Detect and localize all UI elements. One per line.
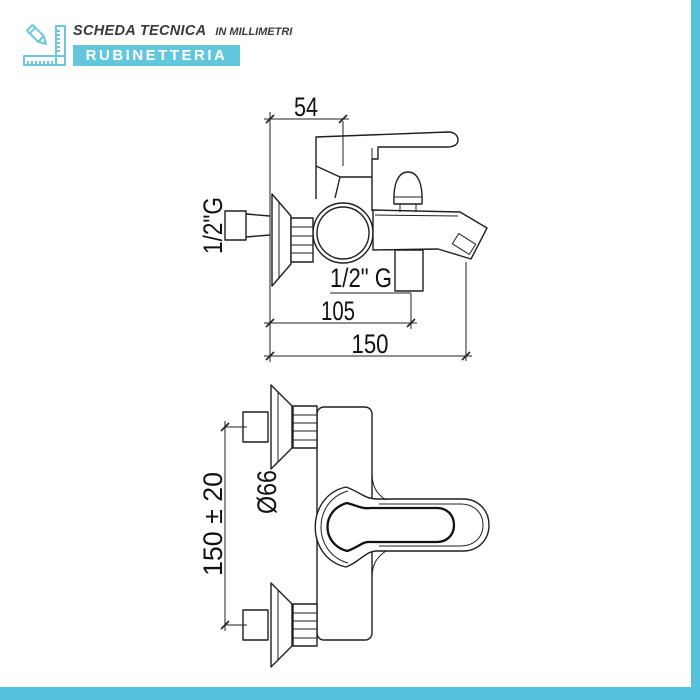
dimension-105: 105 — [264, 293, 417, 329]
side-thread-label: 1/2"G — [198, 197, 228, 254]
frame-bar-bottom — [0, 687, 700, 700]
dim-diameter-label: Ø66 — [252, 470, 282, 514]
dimension-150: 150 — [264, 262, 472, 361]
header-text: SCHEDA TECNICA IN MILLIMETRI RUBINETTERIA — [73, 22, 292, 66]
sheet-subtitle: IN MILLIMETRI — [215, 26, 293, 38]
dim-105-label: 105 — [321, 296, 355, 326]
dimension-150-20: 150 ± 20 — [198, 421, 247, 631]
dim-150-20-label: 150 ± 20 — [198, 472, 228, 576]
side-view-faucet — [224, 131, 488, 294]
front-view-faucet — [242, 384, 490, 668]
header: SCHEDA TECNICA IN MILLIMETRI RUBINETTERIA — [0, 0, 320, 80]
front-view: 150 ± 20 Ø66 — [198, 384, 490, 668]
dimension-54: 54 — [264, 92, 349, 166]
dim-150-label: 150 — [352, 329, 389, 359]
side-view: 54 105 150 1/2" G 1/2"G — [198, 92, 488, 362]
bottom-thread-label: 1/2" G — [330, 263, 392, 293]
frame-bar-right — [691, 0, 700, 700]
sheet-title: SCHEDA TECNICA — [73, 23, 207, 39]
category-badge: RUBINETTERIA — [73, 45, 240, 66]
ruler-pencil-icon — [23, 24, 66, 66]
dim-54-label: 54 — [294, 92, 318, 122]
